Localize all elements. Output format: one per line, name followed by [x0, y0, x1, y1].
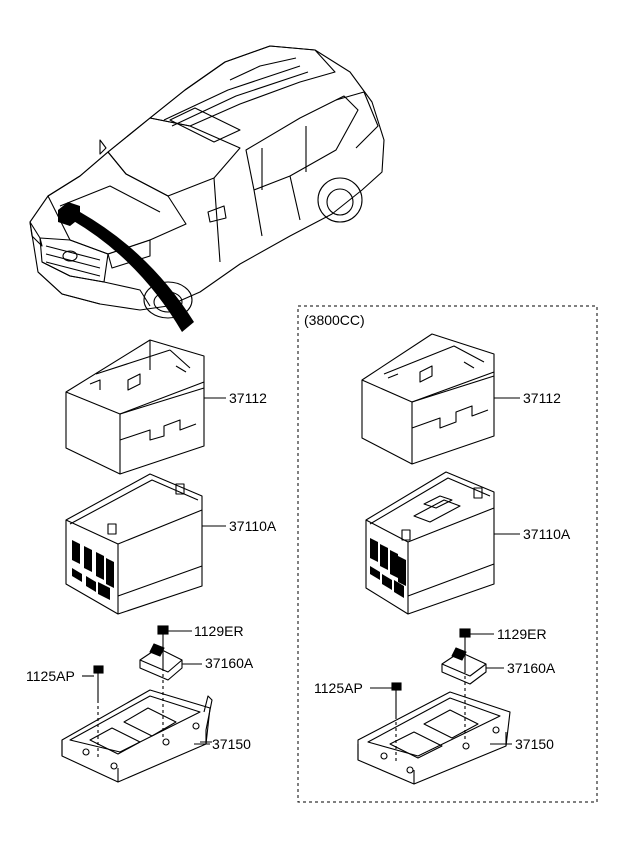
clamp-left	[139, 643, 202, 681]
part-label-bolt-right: 1129ER	[497, 626, 547, 642]
screw-left	[82, 665, 104, 760]
vehicle-illustration	[29, 45, 385, 319]
variant-label: (3800CC)	[304, 312, 365, 328]
part-label-battery-right: 37110A	[523, 526, 571, 542]
variant-box	[297, 305, 598, 803]
part-label-battery-left: 37110A	[229, 518, 277, 534]
tray-right	[357, 670, 511, 785]
part-label-screw-left: 1125AP	[26, 668, 75, 684]
part-label-screw-right: 1125AP	[314, 680, 363, 696]
tray-left	[61, 668, 213, 783]
bolt-left	[157, 625, 192, 668]
clamp-right	[441, 647, 504, 685]
screw-right	[370, 682, 402, 764]
leader-lines-left	[194, 397, 226, 745]
battery-cover-left	[65, 339, 205, 475]
battery-cover-right	[361, 333, 495, 465]
bolt-right	[459, 628, 494, 670]
part-label-battery-cover-left: 37112	[229, 390, 267, 406]
part-label-tray-right: 37150	[515, 736, 554, 752]
battery-left	[65, 473, 203, 615]
battery-right	[365, 471, 495, 615]
part-label-tray-left: 37150	[212, 736, 251, 752]
part-label-bolt-left: 1129ER	[194, 623, 244, 639]
part-label-clamp-left: 37160A	[205, 655, 254, 671]
leader-lines-right	[490, 397, 520, 745]
part-label-battery-cover-right: 37112	[523, 390, 561, 406]
part-label-clamp-right: 37160A	[507, 660, 556, 676]
battery-location-marker	[58, 202, 194, 332]
